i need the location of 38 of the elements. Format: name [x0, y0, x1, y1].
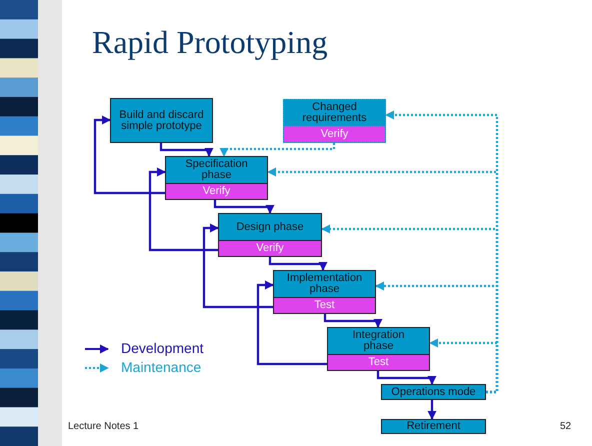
slide-title: Rapid Prototyping [92, 24, 328, 61]
node-label: Operations mode [390, 385, 477, 399]
node-label: Design phase [235, 220, 305, 234]
development-arrow [160, 143, 214, 157]
development-arrow [94, 116, 165, 194]
node-label: Changed requirements [301, 100, 368, 126]
check-step-label: Verify [219, 240, 321, 256]
process-box [381, 419, 486, 434]
development-arrow [256, 280, 327, 366]
development-arrow [202, 224, 273, 308]
development-arrow [148, 168, 218, 252]
development-arrow [376, 371, 436, 385]
phase-box [327, 327, 430, 371]
check-step-label: Test [274, 297, 375, 313]
node-label: Specification phase [184, 157, 249, 183]
node-label: Integration phase [352, 328, 406, 354]
process-box [110, 98, 213, 143]
page-number: 52 [560, 421, 572, 432]
footer-note: Lecture Notes 1 [68, 421, 139, 432]
phase-box [218, 213, 322, 257]
phase-box [165, 156, 268, 200]
process-box [283, 99, 386, 143]
development-arrow [214, 200, 274, 214]
legend-label: Maintenance [121, 359, 202, 375]
node-label: Build and discard simple prototype [118, 108, 205, 134]
development-arrow [268, 257, 328, 271]
legend-label: Development [121, 340, 204, 356]
node-label: Implementation phase [286, 271, 364, 297]
node-label: Retirement [406, 420, 462, 433]
check-step-label: Verify [284, 126, 385, 142]
maintenance-arrow [429, 338, 498, 394]
development-arrow [324, 314, 382, 328]
check-step-label: Verify [166, 183, 267, 199]
phase-box [273, 270, 376, 314]
check-step-label: Test [328, 354, 429, 370]
maintenance-arrow [220, 143, 336, 157]
process-box [381, 384, 486, 400]
development-arrow [428, 400, 436, 420]
